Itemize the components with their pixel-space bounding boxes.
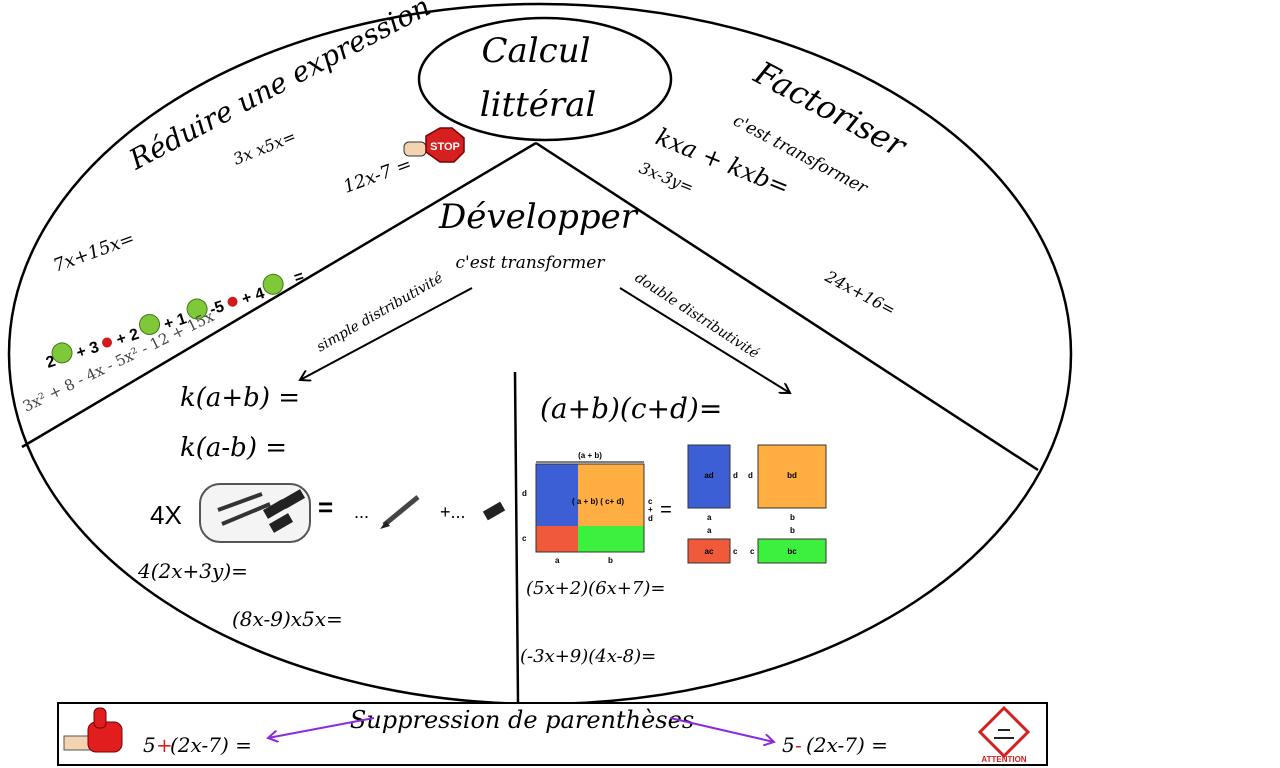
- area-side-c: c: [522, 534, 527, 543]
- fruit-op-2: + 2: [114, 326, 141, 349]
- area-right-d: d: [648, 514, 653, 523]
- area-right-plus: +: [648, 505, 653, 514]
- part-ac-side: c: [733, 547, 738, 556]
- fruit-op-5: + 4: [240, 285, 267, 308]
- area-cell-bc: [578, 526, 644, 552]
- part-bd-side: d: [748, 471, 753, 480]
- part-ac: [687, 538, 731, 564]
- area-parts: ad d a bd d b a ac c b bc c: [687, 444, 827, 564]
- left-expr-pre: 5: [143, 733, 156, 757]
- bottom-band: [57, 702, 1048, 766]
- arrow-double: [619, 287, 790, 393]
- double-ex-1: (5x+2)(6x+7)=: [526, 578, 665, 599]
- area-bottom-b: b: [608, 556, 613, 565]
- simple-formula-2: k(a-b) =: [180, 433, 287, 463]
- stop-hand-icon: STOP: [403, 127, 465, 163]
- double-ex-2: (-3x+9)(4x-8)=: [520, 646, 656, 667]
- area-side-d: d: [522, 489, 527, 498]
- part-bd-label: bd: [787, 471, 797, 480]
- simple-ex-2: (8x-9)x5x=: [232, 607, 343, 631]
- simple-ex-1: 4(2x+3y)=: [137, 559, 248, 583]
- part-bc-label: bc: [787, 547, 797, 556]
- center-title-line1: Calcul: [482, 31, 591, 71]
- fruit-expression: 2 + 3 + 2 + 1 -5 + 4 =: [44, 268, 306, 372]
- area-right-c: c: [648, 497, 653, 506]
- area-cell-ad: [536, 464, 578, 526]
- develop-title: Développer: [438, 197, 639, 237]
- right-sign: -: [795, 733, 802, 757]
- cherry-icon: [102, 337, 113, 348]
- thumbs-up-icon: [63, 707, 123, 753]
- area-bottom-a: a: [555, 556, 560, 565]
- fruit-op-4: -5: [208, 298, 227, 319]
- divider-left: [21, 141, 537, 449]
- apple-icon: [51, 342, 73, 364]
- part-ad-label: ad: [704, 471, 713, 480]
- bottom-title: Suppression de parenthèses: [350, 706, 694, 734]
- eraser-icon: [482, 501, 506, 521]
- part-bd-bottom: b: [790, 513, 795, 522]
- develop-subtitle: c'est transformer: [456, 253, 606, 273]
- left-expr-post: (2x-7) =: [170, 733, 252, 757]
- part-bd: [757, 444, 827, 509]
- arrow-left-purple: [268, 717, 375, 738]
- simple-formula-1: k(a+b) =: [180, 383, 300, 413]
- fruit-op-1: + 3: [74, 339, 101, 362]
- cherry-icon: [227, 296, 238, 307]
- reduce-ex-stop: 12x-7 =: [341, 154, 415, 198]
- part-ad: [687, 444, 731, 509]
- divider-center: [513, 371, 520, 703]
- part-bc: [757, 538, 827, 564]
- divider-right: [535, 141, 1039, 472]
- part-ac-top: a: [707, 526, 712, 535]
- pencil-dots: ...: [354, 502, 369, 522]
- fruit-op-3: + 1: [162, 310, 189, 333]
- area-cell-bd: [578, 464, 644, 526]
- part-ad-side: d: [733, 471, 738, 480]
- double-distrib-label: double distributivité: [632, 270, 762, 362]
- part-bc-top: b: [790, 526, 795, 535]
- pencil-equals: =: [318, 492, 333, 522]
- reduce-ex-sum: 7x+15x=: [51, 228, 138, 277]
- area-top-label: (a + b): [578, 451, 602, 460]
- arrow-simple: [300, 287, 473, 380]
- right-expr-pre: 5: [782, 733, 795, 757]
- apple-icon: [262, 273, 284, 295]
- stop-label: STOP: [430, 141, 460, 153]
- center-title: Calcul littéral: [417, 16, 673, 142]
- factor-ex-2: 24x+16=: [821, 266, 898, 319]
- attention-label: ATTENTION: [981, 755, 1026, 764]
- area-center-label: ( a + b) ( c+ d): [572, 497, 624, 506]
- reduce-ex-mult: 3x x5x=: [230, 126, 298, 168]
- pencil-plus-dots: +...: [440, 502, 466, 522]
- part-ac-label: ac: [705, 547, 714, 556]
- area-model: (a + b) ( a + b) ( c+ d) d c a b c + d =: [522, 451, 672, 565]
- pencil-case-icon: [199, 483, 311, 543]
- right-expr-post: (2x-7) =: [806, 733, 888, 757]
- apple-icon: [139, 313, 161, 335]
- apple-icon: [186, 298, 208, 320]
- area-cell-ac: [536, 526, 578, 552]
- area-equals: =: [660, 499, 672, 521]
- attention-hazard-icon: ATTENTION: [962, 704, 1046, 764]
- arrow-right-purple: [669, 717, 774, 742]
- pencil-icon: [380, 495, 420, 529]
- fruit-eq: =: [292, 268, 306, 287]
- double-formula: (a+b)(c+d)=: [540, 392, 722, 425]
- part-ad-bottom: a: [707, 513, 712, 522]
- pencil-prefix: 4X: [150, 500, 182, 530]
- factor-ex-1: 3x-3y=: [637, 158, 697, 197]
- left-sign: +: [156, 733, 173, 757]
- part-bc-side: c: [750, 547, 755, 556]
- center-title-line2: littéral: [480, 85, 597, 125]
